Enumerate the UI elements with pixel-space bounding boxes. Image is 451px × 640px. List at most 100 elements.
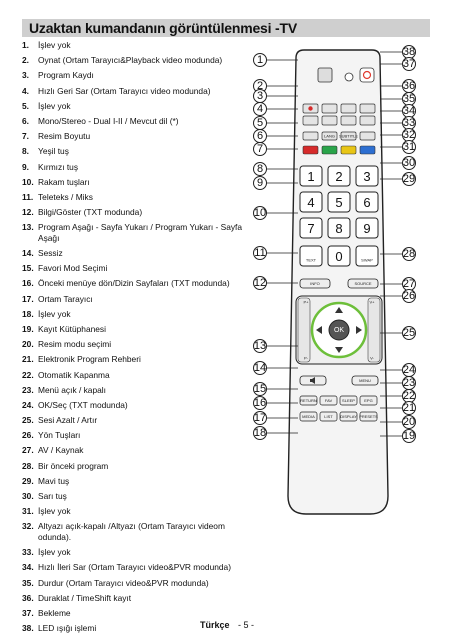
callout-left: 10 — [253, 206, 298, 220]
list-item-text: Sesi Azalt / Artır — [38, 415, 98, 426]
arrow-left-icon — [316, 326, 322, 334]
blue-button — [359, 145, 376, 155]
callout-right: 29 — [380, 172, 416, 186]
callout-number: 11 — [254, 247, 265, 259]
list-item: 9.Kırmızı tuş — [22, 162, 254, 173]
callout-number: 17 — [254, 412, 266, 424]
list-item-text: Otomatik Kapanma — [38, 369, 110, 380]
callout-marker — [402, 401, 416, 415]
swap-button — [355, 245, 379, 267]
speaker-icon — [310, 377, 315, 384]
list-item-text: Sarı tuş — [38, 491, 67, 502]
list-item: 4.Hızlı Geri Sar (Ortam Tarayıcı video m… — [22, 86, 254, 97]
callout-right: 20 — [380, 415, 416, 429]
callout-number: 19 — [403, 430, 415, 442]
list-item-text: Yeşil tuş — [38, 146, 69, 157]
standby-button — [359, 67, 375, 83]
list-item-number: 32. — [22, 521, 34, 532]
arrow-down-icon — [335, 347, 343, 353]
callout-number: 25 — [403, 327, 415, 339]
function-button — [359, 411, 378, 422]
list-item-text: Duraklat / TimeShift kayıt — [38, 592, 132, 603]
function-button — [339, 395, 358, 406]
callout-number: 23 — [403, 377, 415, 389]
green-button — [321, 145, 338, 155]
list-item-number: 30. — [22, 491, 34, 502]
list-item-number: 1. — [22, 40, 29, 50]
callout-number: 36 — [403, 80, 415, 92]
list-item: 29.Mavi tuş — [22, 476, 254, 487]
function-button — [299, 395, 318, 406]
list-item-text: İşlev yok — [38, 100, 71, 111]
ok-label: OK — [334, 327, 344, 334]
digit-button-5 — [327, 191, 351, 213]
list-item-number: 26. — [22, 430, 34, 441]
list-item: 5.İşlev yok — [22, 101, 254, 112]
list-item: 14.Sessiz — [22, 248, 254, 259]
function-button-label: MEDIA — [302, 414, 315, 419]
callout-number: 27 — [403, 278, 415, 290]
callout-number: 26 — [403, 290, 415, 302]
list-item-number: 33. — [22, 547, 34, 558]
list-item-text: Resim modu seçimi — [38, 339, 112, 350]
list-item-text: Mavi tuş — [38, 475, 70, 486]
list-item-number: 28. — [22, 460, 34, 471]
callout-number: 6 — [257, 130, 263, 142]
callout-number: 22 — [403, 390, 415, 402]
list-item-number: 24. — [22, 399, 34, 410]
rewind-button — [321, 103, 338, 114]
record-icon — [308, 106, 313, 111]
list-item: 36.Duraklat / TimeShift kayıt — [22, 593, 254, 604]
yellow-button — [340, 145, 357, 155]
list-item: 22.Otomatik Kapanma — [22, 370, 254, 381]
list-item-number: 9. — [22, 161, 29, 172]
list-item: 10.Rakam tuşları — [22, 177, 254, 188]
lang-label: LANG — [324, 134, 335, 139]
program-up-label: P+ — [303, 300, 309, 305]
arrow-right-icon — [356, 326, 362, 334]
callout-marker — [402, 140, 416, 154]
list-item-number: 12. — [22, 207, 34, 218]
callout-number: 4 — [257, 103, 263, 115]
callout-number: 7 — [257, 143, 263, 155]
list-item-text: Bir önceki program — [38, 460, 109, 471]
list-item-text: Rakam tuşları — [38, 176, 90, 187]
callout-marker — [402, 172, 416, 186]
list-item: 16.Önceki menüye dön/Dizin Sayfaları (TX… — [22, 278, 254, 289]
digit-button-2 — [327, 165, 351, 187]
text-button — [299, 245, 323, 267]
list-item-text: İşlev yok — [38, 506, 71, 517]
list-item-text: Elektronik Program Rehberi — [38, 354, 141, 365]
red-button — [302, 145, 319, 155]
callout-number: 13 — [254, 340, 266, 352]
callout-number: 32 — [403, 129, 415, 141]
footer-page-number: - 5 - — [238, 620, 255, 630]
list-item-number: 23. — [22, 384, 34, 395]
list-item-number: 3. — [22, 70, 29, 81]
function-button-label: SLEEP — [342, 398, 355, 403]
callout-marker — [402, 156, 416, 170]
list-item-text: Kayıt Kütüphanesi — [38, 323, 106, 334]
callout-right: 37 — [380, 57, 416, 71]
callout-number: 5 — [257, 117, 263, 129]
callout-number: 2 — [257, 80, 263, 92]
callout-number: 20 — [403, 416, 415, 428]
callout-left: 1 — [253, 53, 298, 67]
list-item-number: 14. — [22, 248, 34, 259]
list-item-text: Hızlı Geri Sar (Ortam Tarayıcı video mod… — [38, 85, 211, 96]
digit-label: 3 — [363, 169, 370, 184]
callout-marker — [402, 415, 416, 429]
callout-marker — [402, 57, 416, 71]
callout-number: 28 — [403, 248, 415, 260]
callout-right: 19 — [380, 429, 416, 443]
list-item-number: 15. — [22, 263, 34, 274]
list-item-number: 13. — [22, 222, 34, 233]
function-button — [299, 411, 318, 422]
list-item-number: 8. — [22, 146, 29, 157]
callout-marker — [402, 247, 416, 261]
stop-button — [302, 115, 319, 126]
list-item-text: Program Aşağı - Sayfa Yukarı / Program Y… — [38, 222, 243, 243]
list-item: 11.Teleteks / Miks — [22, 192, 254, 203]
list-item: 13. Program Aşağı - Sayfa Yukarı / Progra… — [22, 222, 254, 243]
digit-button-7 — [299, 217, 323, 239]
